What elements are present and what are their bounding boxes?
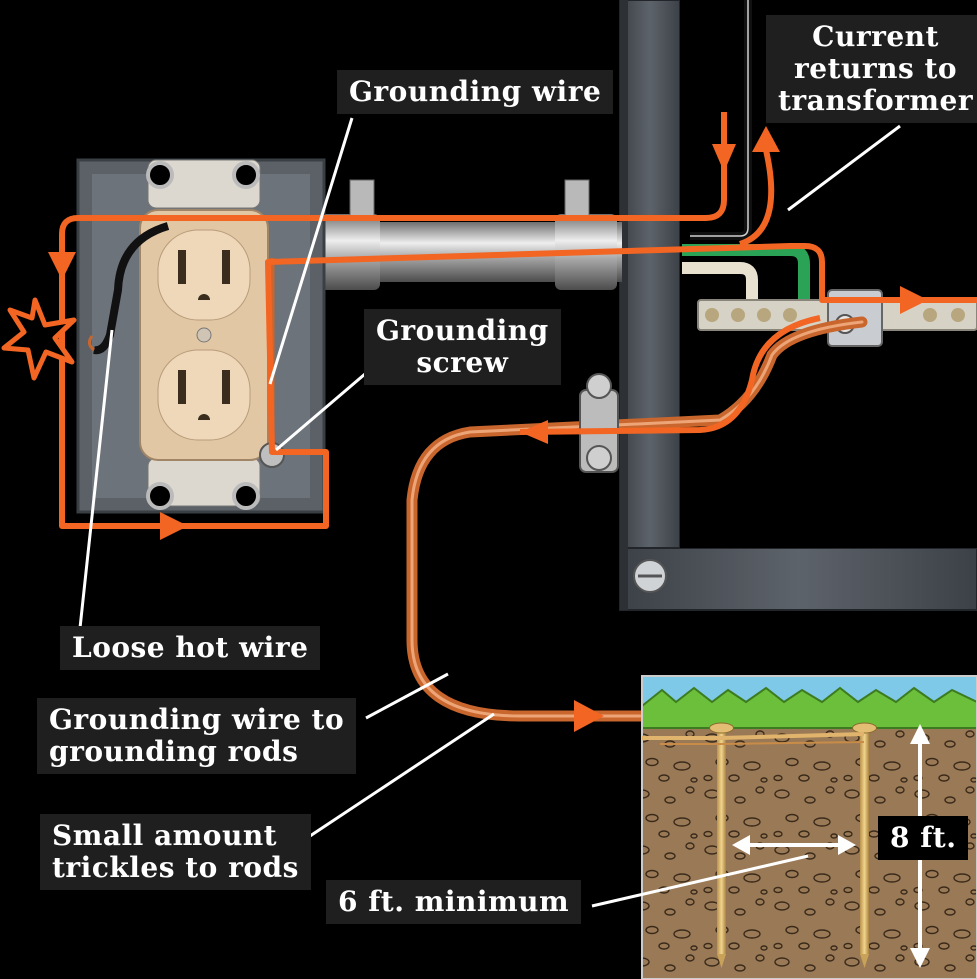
receptacle: [139, 159, 269, 510]
label-current-returns: Current returns to transformer: [766, 15, 977, 123]
current-path: [59, 112, 977, 529]
label-grounding-screw: Grounding screw: [364, 309, 561, 385]
arrow-icon: [48, 126, 928, 732]
label-six-ft-minimum: 6 ft. minimum: [326, 880, 582, 924]
spark-icon: [1, 297, 77, 381]
conduit: [292, 179, 622, 290]
leader-lines: [78, 117, 901, 908]
label-grounding-wire-rods: Grounding wire to grounding rods: [37, 698, 357, 774]
label-eight-ft: 8 ft.: [878, 816, 969, 860]
label-loose-hot-wire: Loose hot wire: [60, 626, 321, 670]
label-grounding-wire: Grounding wire: [337, 70, 614, 114]
label-small-amount: Small amount trickles to rods: [40, 814, 311, 890]
